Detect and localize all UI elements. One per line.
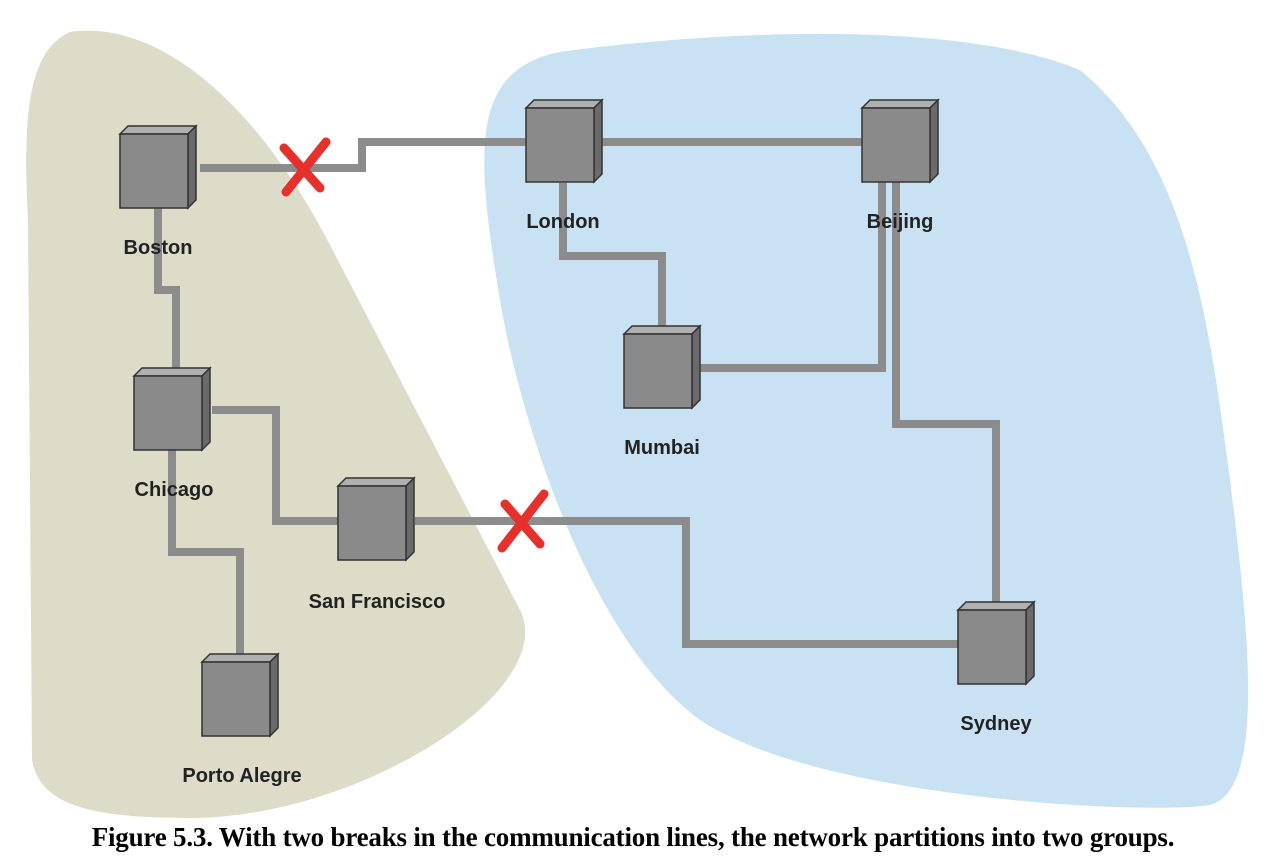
break-mark-sanfrancisco-sydney bbox=[497, 489, 549, 553]
server-cube-top bbox=[200, 653, 280, 663]
server-cube-front bbox=[201, 661, 271, 737]
label-boston: Boston bbox=[124, 237, 193, 259]
server-cube-side bbox=[691, 324, 701, 410]
server-node-boston bbox=[118, 124, 198, 210]
link-chicago-portoalegre bbox=[168, 448, 244, 658]
link-london-mumbai bbox=[559, 183, 666, 332]
server-cube-top bbox=[956, 601, 1036, 611]
server-cube-front bbox=[337, 485, 407, 561]
label-chicago: Chicago bbox=[135, 479, 214, 501]
link-beijing-sydney bbox=[892, 180, 1000, 604]
server-cube-top bbox=[132, 367, 212, 377]
server-node-mumbai bbox=[622, 324, 702, 410]
server-cube-front bbox=[133, 375, 203, 451]
link-sanfrancisco-sydney bbox=[415, 517, 958, 648]
communication-lines bbox=[154, 138, 1000, 658]
server-node-porto-alegre bbox=[200, 652, 280, 738]
server-cube-side bbox=[1025, 600, 1035, 686]
server-cube-side bbox=[269, 652, 279, 738]
server-node-chicago bbox=[132, 366, 212, 452]
server-cube-top bbox=[622, 325, 702, 335]
server-node-beijing bbox=[860, 98, 940, 184]
label-london: London bbox=[526, 211, 599, 233]
server-cube-side bbox=[593, 98, 603, 184]
figure-caption: Figure 5.3. With two breaks in the commu… bbox=[91, 822, 1175, 852]
link-boston-chicago bbox=[154, 208, 180, 370]
server-cube-front bbox=[623, 333, 693, 409]
label-sydney: Sydney bbox=[960, 713, 1032, 735]
link-boston-london bbox=[200, 138, 526, 172]
server-cube-top bbox=[524, 99, 604, 109]
server-cube-top bbox=[118, 125, 198, 135]
label-porto-alegre: Porto Alegre bbox=[182, 765, 301, 787]
link-chicago-sanfrancisco bbox=[212, 406, 338, 525]
break-mark-boston-london bbox=[279, 137, 331, 197]
server-cube-front bbox=[957, 609, 1027, 685]
server-cube-top bbox=[860, 99, 940, 109]
link-breaks bbox=[279, 137, 549, 553]
server-node-london bbox=[524, 98, 604, 184]
partition-right-region bbox=[484, 33, 1249, 808]
server-cube-side bbox=[405, 476, 415, 562]
label-san-francisco: San Francisco bbox=[309, 591, 446, 613]
server-cube-front bbox=[861, 107, 931, 183]
server-cube-side bbox=[187, 124, 197, 210]
server-cube-front bbox=[525, 107, 595, 183]
label-beijing: Beijing bbox=[867, 211, 934, 233]
link-mumbai-beijing bbox=[700, 180, 886, 372]
network-nodes bbox=[118, 98, 1036, 738]
server-cube-top bbox=[336, 477, 416, 487]
server-node-sydney bbox=[956, 600, 1036, 686]
label-mumbai: Mumbai bbox=[624, 437, 700, 459]
server-cube-side bbox=[201, 366, 211, 452]
server-cube-front bbox=[119, 133, 189, 209]
server-node-san-francisco bbox=[336, 476, 416, 562]
server-cube-side bbox=[929, 98, 939, 184]
